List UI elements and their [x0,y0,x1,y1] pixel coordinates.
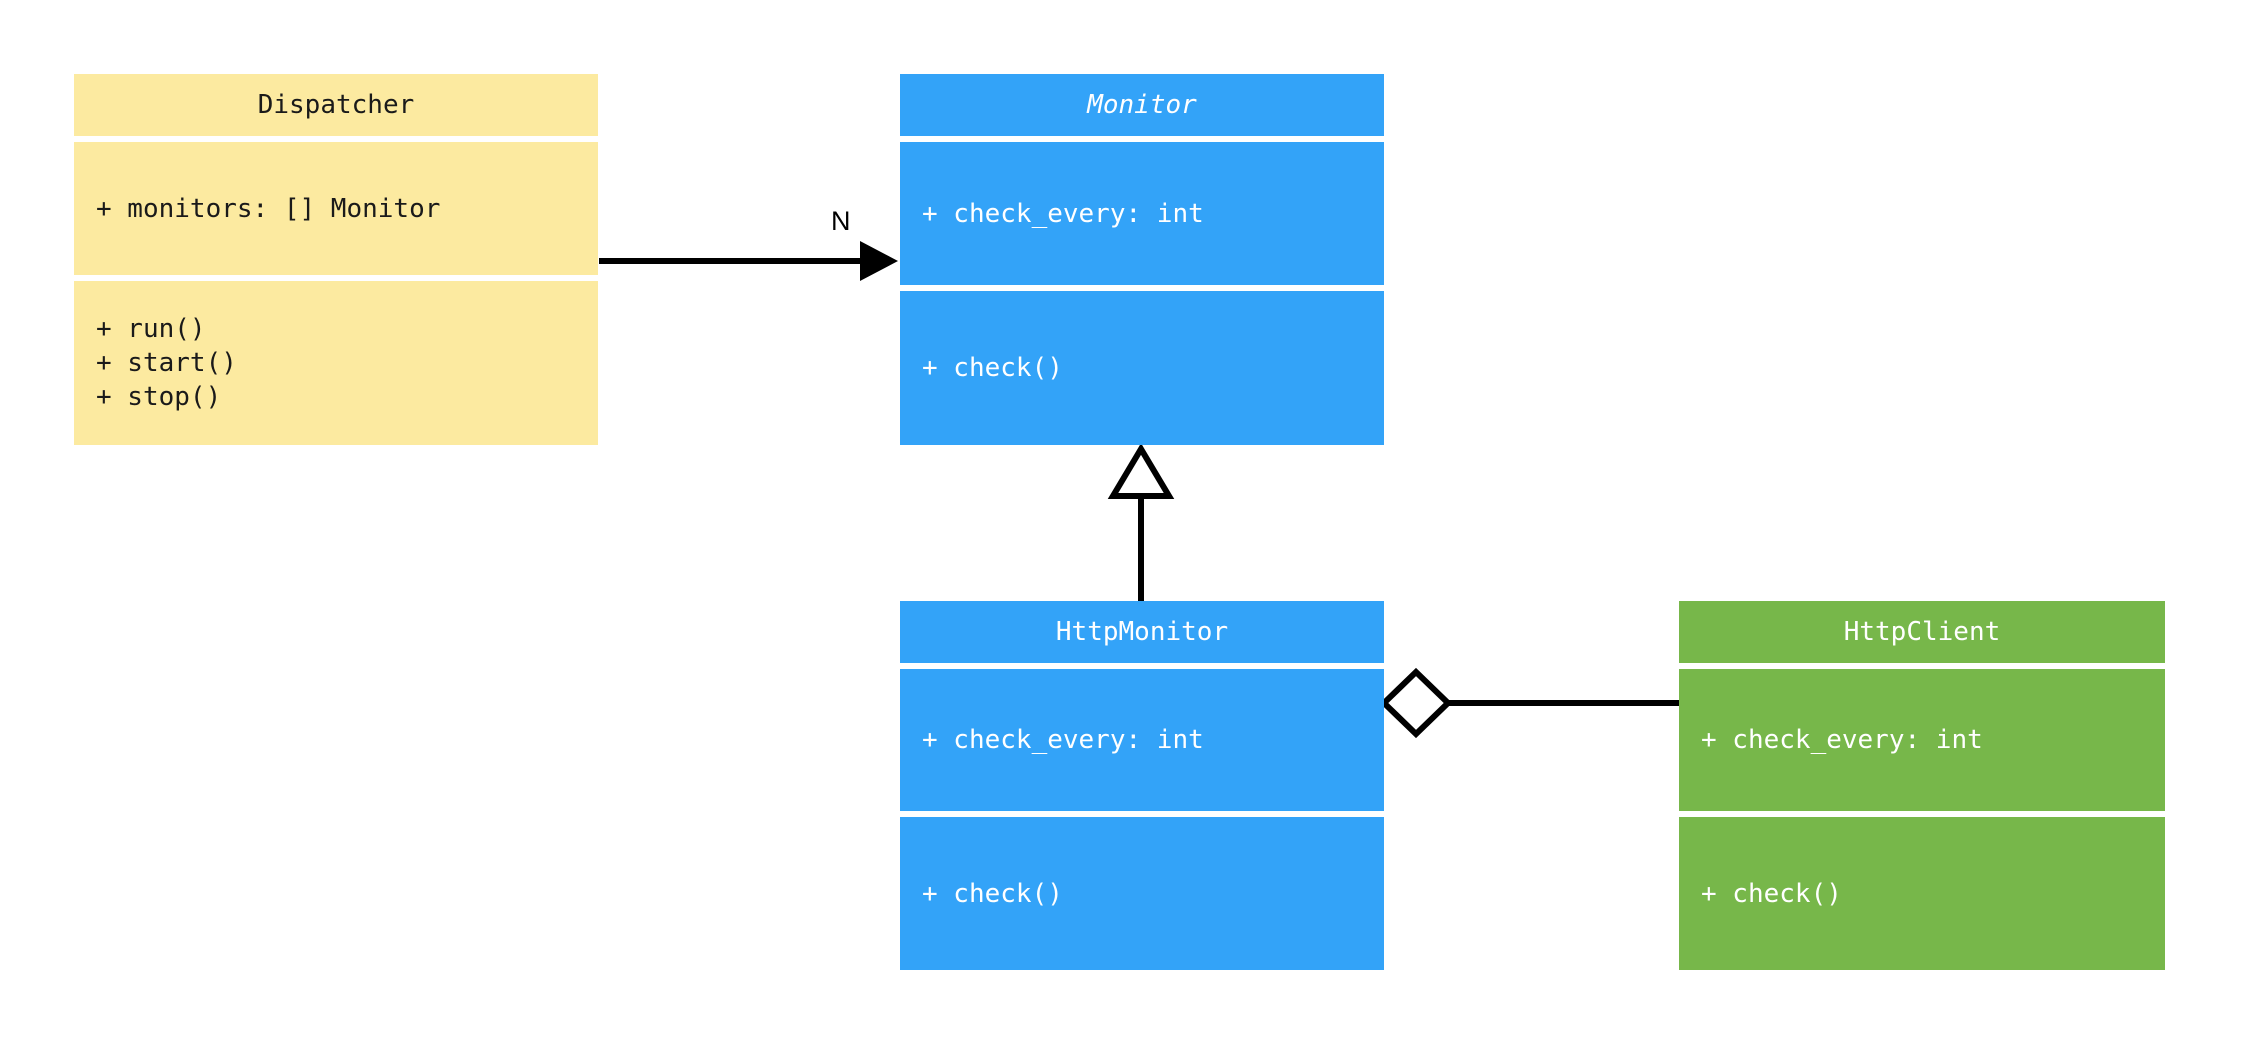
attribute-row: + check_every: int [922,725,1204,755]
class-name-monitor: Monitor [1087,89,1197,120]
class-box-httpmonitor[interactable]: HttpMonitor + check_every: int + check() [900,601,1384,970]
class-box-monitor[interactable]: Monitor + check_every: int + check() [900,74,1384,445]
method-row: + check() [922,353,1063,383]
edge-httpmonitor-to-monitor [1107,443,1175,601]
attributes-compartment-httpmonitor: + check_every: int [900,669,1384,811]
attribute-row: + check_every: int [1701,725,1983,755]
edge-dispatcher-to-monitor [599,241,898,281]
class-header-dispatcher: Dispatcher [74,74,598,136]
class-box-httpclient[interactable]: HttpClient + check_every: int + check() [1679,601,2165,970]
method-row: + stop() [96,382,222,412]
methods-compartment-httpclient: + check() [1679,817,2165,970]
methods-compartment-httpmonitor: + check() [900,817,1384,970]
method-row: + check() [1701,878,1842,909]
class-box-dispatcher[interactable]: Dispatcher + monitors: [] Monitor + run(… [74,74,598,445]
compartment-separator [74,275,598,281]
attributes-compartment-monitor: + check_every: int [900,142,1384,285]
method-row: + check() [922,878,1063,909]
filled-arrowhead-icon [860,241,898,281]
attributes-compartment-dispatcher: + monitors: [] Monitor [74,142,598,275]
methods-compartment-monitor: + check() [900,291,1384,445]
compartment-separator [900,663,1384,669]
compartment-separator [1679,811,2165,817]
method-row: + run() [96,314,206,344]
compartment-separator [1679,663,2165,669]
class-name-httpclient: HttpClient [1843,616,2001,647]
compartment-separator [900,136,1384,142]
methods-compartment-dispatcher: + run() + start() + stop() [74,281,598,445]
class-header-httpmonitor: HttpMonitor [900,601,1384,663]
attribute-row: + check_every: int [922,198,1204,229]
compartment-separator [900,285,1384,291]
method-row: + start() [96,348,237,378]
class-name-httpmonitor: HttpMonitor [1055,616,1229,647]
multiplicity-label-n: N [831,206,851,236]
class-header-monitor: Monitor [900,74,1384,136]
attributes-compartment-httpclient: + check_every: int [1679,669,2165,811]
hollow-diamond-icon [1379,667,1453,739]
class-header-httpclient: HttpClient [1679,601,2165,663]
hollow-triangle-icon [1107,443,1175,499]
edge-httpmonitor-to-httpclient [1379,667,1679,739]
compartment-separator [74,136,598,142]
compartment-separator [900,811,1384,817]
attribute-row: + monitors: [] Monitor [96,193,441,224]
class-name-dispatcher: Dispatcher [257,89,415,120]
